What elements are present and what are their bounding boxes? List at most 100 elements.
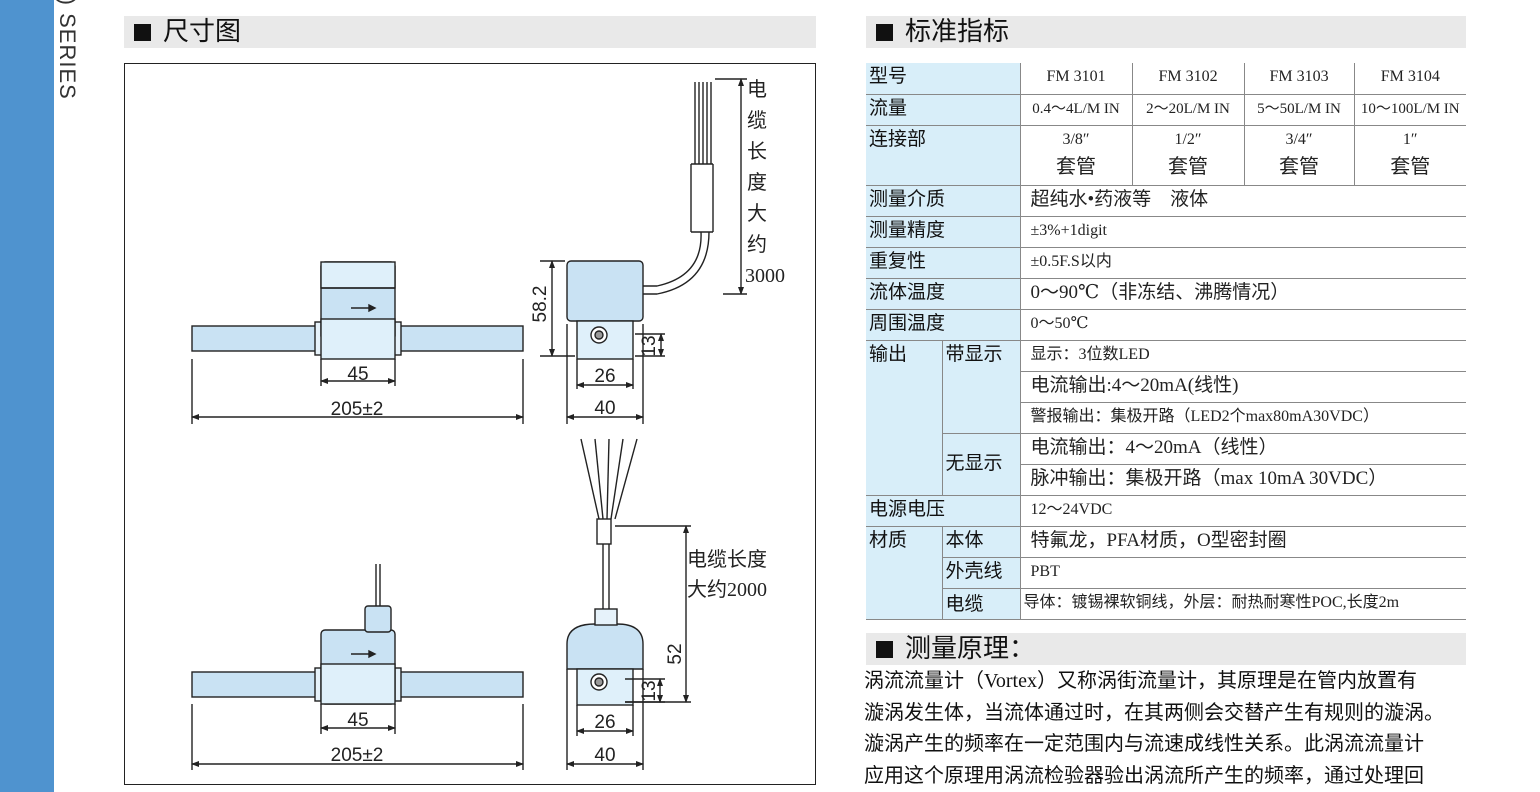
conn-cell: 3/8″ 套管 — [1020, 125, 1133, 186]
conn-cell: 1″ 套管 — [1354, 125, 1467, 186]
cable-top-char: 大 — [747, 202, 767, 225]
conn-type: 套管 — [1279, 155, 1320, 178]
with-display-line: 电流输出:4～20mA(线性) — [1020, 371, 1467, 403]
end-view-display-drawing — [540, 78, 747, 424]
spec-header: 标准指标 — [866, 16, 1466, 48]
end-view-no-display-drawing — [566, 438, 691, 770]
fluid-temp-label: 流体温度 — [866, 278, 1021, 310]
table-row: 警报输出：集极开路（LED2个max80mA30VDC） — [866, 402, 1467, 434]
square-bullet-icon — [134, 24, 151, 41]
fluid-temp-value: 0～90℃（非冻结、沸腾情况） — [1020, 278, 1467, 310]
with-display-label: 带显示 — [942, 340, 1021, 434]
cable-label: 电缆 — [942, 588, 1021, 620]
dim-45-bottom: 45 — [347, 710, 368, 731]
side-color-bar — [0, 0, 54, 792]
dim-13-top: 13 — [639, 335, 660, 356]
with-display-line: 显示：3位数LED — [1020, 340, 1467, 372]
conn-cell: 3/4″ 套管 — [1244, 125, 1355, 186]
dim-205-top: 205±2 — [331, 399, 384, 420]
spec-table: 型号 FM 3101 FM 3102 FM 3103 FM 3104 流量 0.… — [866, 63, 1467, 620]
model-cell: FM 3103 — [1244, 63, 1355, 95]
housing-label: 外壳线 — [942, 557, 1021, 589]
cable-bottom-line-2: 大约2000 — [687, 578, 767, 601]
principle-line: 漩涡产生的频率在一定范围内与流速成线性关系。此涡流流量计 — [864, 733, 1424, 755]
accuracy-value: ±3%+1digit — [1020, 216, 1467, 248]
table-row: 流体温度 0～90℃（非冻结、沸腾情况） — [866, 278, 1467, 310]
side-view-display-drawing — [191, 261, 524, 424]
cable-top-char: 缆 — [747, 109, 767, 132]
table-row: 输出 带显示 显示：3位数LED — [866, 340, 1467, 496]
table-row: 外壳线 PBT — [866, 557, 1467, 589]
dimensions-header: 尺寸图 — [124, 16, 816, 48]
medium-value: 超纯水•药液等 液体 — [1020, 185, 1467, 217]
table-row: 电流输出:4～20mA(线性) — [866, 371, 1467, 403]
cable-top-char: 约 — [747, 233, 767, 256]
dim-52-bottom: 52 — [665, 643, 686, 664]
flow-cell: 0.4～4L/M IN — [1020, 94, 1133, 126]
no-display-label: 无显示 — [942, 433, 1021, 496]
conn-size: 1/2″ — [1174, 130, 1202, 148]
table-row: 无显示 电流输出：4～20mA（线性） — [866, 433, 1467, 496]
table-row: 流量 0.4～4L/M IN 2～20L/M IN 5～50L/M IN 10～… — [866, 94, 1467, 126]
dimension-drawing: 45 205±2 26 40 58.2 13 45 205±2 26 40 52… — [124, 63, 816, 785]
table-row: 重复性 ±0.5F.S以内 — [866, 247, 1467, 279]
conn-size: 3/4″ — [1285, 130, 1313, 148]
dimensions-title: 尺寸图 — [163, 17, 242, 46]
principle-line: 漩涡发生体，当流体通过时，在其两侧会交替产生有规则的漩涡。 — [864, 701, 1444, 724]
cable-top-char: 电 — [747, 78, 767, 101]
no-display-line: 脉冲输出：集极开路（max 10mA 30VDC） — [1020, 464, 1467, 496]
table-row: 材质 本体 特氟龙，PFA材质，O型密封圈 — [866, 526, 1467, 620]
principle-text: 涡流流量计（Vortex）又称涡街流量计，其原理是在管内放置有 漩涡发生体，当流… — [864, 666, 1494, 792]
side-strip — [54, 0, 60, 792]
dim-58-top: 58.2 — [530, 286, 551, 323]
accuracy-label: 测量精度 — [866, 216, 1021, 248]
dim-26-top: 26 — [594, 366, 615, 387]
conn-type: 套管 — [1056, 155, 1097, 178]
housing-value: PBT — [1020, 557, 1467, 589]
table-row: 电缆 导体：镀锡裸软铜线，外层：耐热耐寒性POC,长度2m — [866, 588, 1467, 620]
body-label: 本体 — [942, 526, 1021, 558]
dim-26-bottom: 26 — [594, 712, 615, 733]
model-label: 型号 — [866, 63, 1021, 95]
power-value: 12～24VDC — [1020, 495, 1467, 527]
conn-cell: 1/2″ 套管 — [1132, 125, 1245, 186]
repeat-label: 重复性 — [866, 247, 1021, 279]
conn-label: 连接部 — [866, 125, 1021, 186]
conn-type: 套管 — [1390, 155, 1431, 178]
flow-cell: 5～50L/M IN — [1244, 94, 1355, 126]
conn-size: 3/8″ — [1062, 130, 1090, 148]
principle-header: 测量原理： — [866, 633, 1466, 665]
dimension-drawing-svg: 45 205±2 26 40 58.2 13 45 205±2 26 40 52… — [191, 78, 785, 770]
ambient-temp-value: 0～50℃ — [1020, 309, 1467, 341]
cable-bottom-line-1: 电缆长度 — [687, 548, 767, 571]
output-label: 输出 — [866, 340, 943, 496]
with-display-line: 警报输出：集极开路（LED2个max80mA30VDC） — [1020, 402, 1467, 434]
table-row: 型号 FM 3101 FM 3102 FM 3103 FM 3104 — [866, 63, 1467, 95]
table-row: 电源电压 12～24VDC — [866, 495, 1467, 527]
cable-length-label-top: 电 缆 长 度 大 约 3000 — [745, 78, 785, 287]
repeat-value: ±0.5F.S以内 — [1020, 247, 1467, 279]
side-view-no-display-drawing — [191, 564, 524, 770]
principle-line: 涡流流量计（Vortex）又称涡街流量计，其原理是在管内放置有 — [864, 670, 1417, 692]
model-cell: FM 3102 — [1132, 63, 1245, 95]
series-label: A) SERIES — [55, 0, 80, 100]
cable-top-char: 长 — [747, 140, 767, 163]
square-bullet-icon — [876, 24, 893, 41]
flow-cell: 10～100L/M IN — [1354, 94, 1467, 126]
conn-size: 1″ — [1402, 130, 1418, 148]
no-display-line: 电流输出：4～20mA（线性） — [1020, 433, 1467, 465]
flow-label: 流量 — [866, 94, 1021, 126]
dim-40-bottom: 40 — [594, 745, 615, 766]
medium-label: 测量介质 — [866, 185, 1021, 217]
flow-cell: 2～20L/M IN — [1132, 94, 1245, 126]
table-row: 测量精度 ±3%+1digit — [866, 216, 1467, 248]
table-row: 脉冲输出：集极开路（max 10mA 30VDC） — [866, 464, 1467, 496]
dim-40-top: 40 — [594, 398, 615, 419]
principle-title: 测量原理： — [905, 634, 1036, 663]
ambient-temp-label: 周围温度 — [866, 309, 1021, 341]
conn-type: 套管 — [1168, 155, 1209, 178]
body-value: 特氟龙，PFA材质，O型密封圈 — [1020, 526, 1467, 558]
model-cell: FM 3101 — [1020, 63, 1133, 95]
table-row: 测量介质 超纯水•药液等 液体 — [866, 185, 1467, 217]
cable-top-char: 度 — [747, 171, 767, 194]
